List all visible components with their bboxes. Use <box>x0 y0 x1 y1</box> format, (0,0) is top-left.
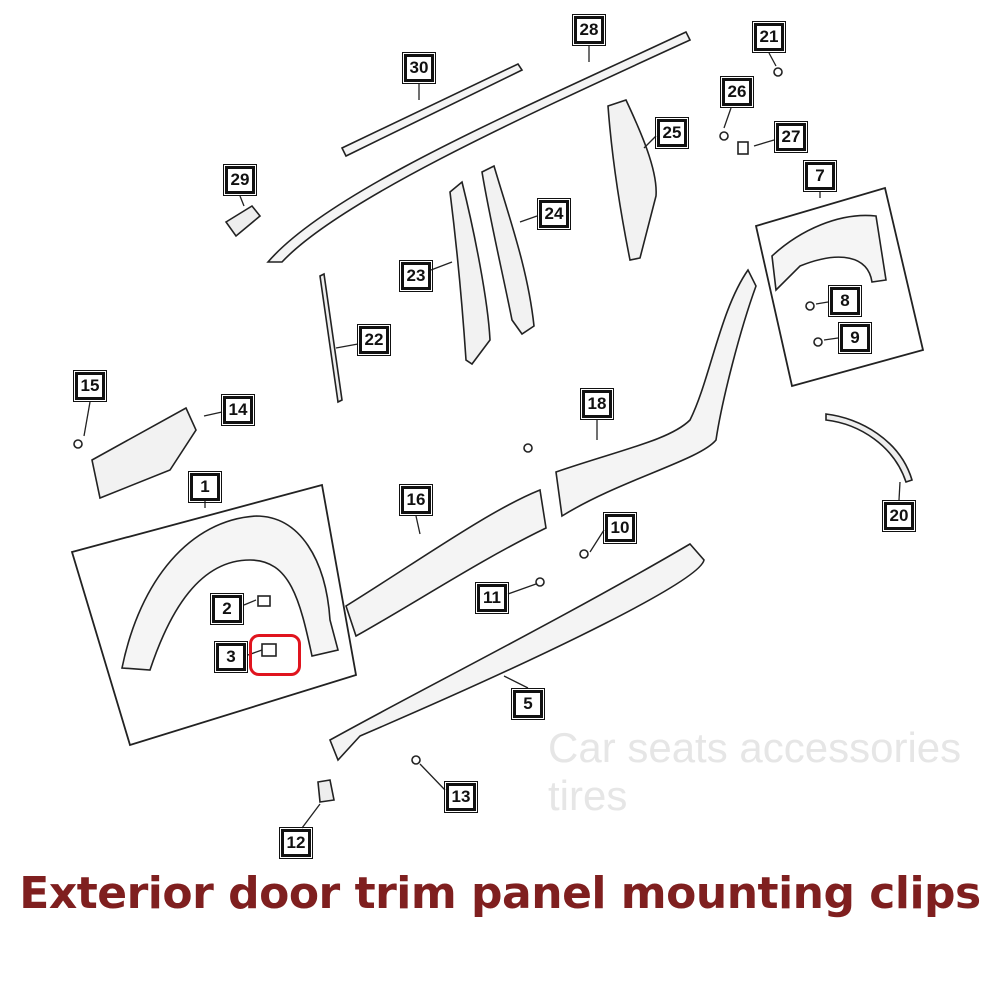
part-30-strip <box>340 62 524 158</box>
callout-29: 29 <box>223 164 257 196</box>
callout-11: 11 <box>475 582 509 614</box>
part-5-rocker-panel <box>328 542 705 762</box>
inset-frame-7 <box>754 186 925 388</box>
callout-25: 25 <box>655 117 689 149</box>
part-28-roof-rail <box>266 30 692 263</box>
callout-23: 23 <box>399 260 433 292</box>
callout-12: 12 <box>279 827 313 859</box>
part-22 <box>319 272 343 404</box>
callout-1: 1 <box>188 471 222 503</box>
part-20-trim <box>825 413 913 484</box>
callout-16: 16 <box>399 484 433 516</box>
callout-2: 2 <box>210 593 244 625</box>
callout-24: 24 <box>537 198 571 230</box>
part-25 <box>607 99 657 261</box>
part-16-door-molding <box>345 488 547 638</box>
callout-7: 7 <box>803 160 837 192</box>
parts-illustration <box>70 30 925 829</box>
inset-frame-1 <box>70 483 358 747</box>
part-7-wheel-flare <box>771 214 887 292</box>
callout-21: 21 <box>752 21 786 53</box>
callout-15: 15 <box>73 370 107 402</box>
callout-27: 27 <box>774 121 808 153</box>
part-23 <box>449 180 491 366</box>
callout-18: 18 <box>580 388 614 420</box>
watermark-text: Car seats accessories tires <box>548 724 962 819</box>
callout-8: 8 <box>828 285 862 317</box>
callout-10: 10 <box>603 512 637 544</box>
callout-14: 14 <box>221 394 255 426</box>
leader-lines <box>83 46 901 829</box>
part-12-bracket <box>317 779 335 803</box>
callout-30: 30 <box>402 52 436 84</box>
part-29 <box>224 204 262 238</box>
part-14-bracket <box>91 406 197 500</box>
part-1-wheel-flare <box>121 515 339 671</box>
callout-22: 22 <box>357 324 391 356</box>
callout-5: 5 <box>511 688 545 720</box>
fastener-clips <box>73 67 823 765</box>
callout-3: 3 <box>214 641 248 673</box>
part-24 <box>481 164 535 336</box>
callout-26: 26 <box>720 76 754 108</box>
callout-20: 20 <box>882 500 916 532</box>
callout-13: 13 <box>444 781 478 813</box>
part-18-door-molding <box>555 268 757 518</box>
highlight-circle-part-3 <box>249 634 301 676</box>
caption-title: Exterior door trim panel mounting clips <box>19 868 981 919</box>
callout-9: 9 <box>838 322 872 354</box>
callout-28: 28 <box>572 14 606 46</box>
